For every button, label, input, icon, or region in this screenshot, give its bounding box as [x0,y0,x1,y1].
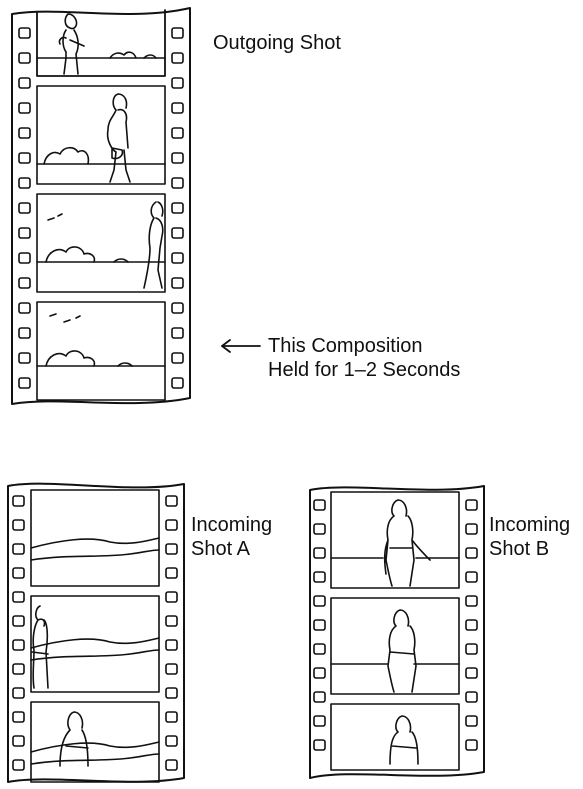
incoming-a-figure-2 [60,712,88,766]
incoming-b-frame-3 [331,704,459,770]
incoming-b-film-strip [310,486,484,778]
held-composition-line-2: Held for 1–2 Seconds [268,358,460,382]
incoming-b-figure-3 [390,716,418,764]
incoming-shot-a-line-2: Shot A [191,537,272,561]
incoming-shot-b-line-2: Shot B [489,537,570,561]
outgoing-strip-outline [12,8,190,404]
incoming-a-frame-2 [31,596,159,692]
incoming-a-frame-3 [31,702,159,782]
incoming-b-left-perforations [314,500,325,750]
incoming-b-strip-outline [310,486,484,778]
incoming-b-frame-2 [331,598,459,694]
outgoing-frame-2 [37,86,165,184]
incoming-a-film-strip [8,484,184,782]
outgoing-frame-1 [37,10,165,76]
held-composition-line-1: This Composition [268,334,460,358]
left-arrow-icon [222,340,260,352]
incoming-shot-b-line-1: Incoming [489,513,570,537]
outgoing-right-perforations [172,28,183,388]
incoming-b-right-perforations [466,500,477,750]
incoming-shot-a-label: Incoming Shot A [191,513,272,561]
incoming-b-frame-1 [331,492,459,588]
incoming-b-figure-2 [388,610,416,692]
incoming-a-frame-1 [31,490,159,586]
held-composition-label: This Composition Held for 1–2 Seconds [268,334,460,382]
outgoing-frame-3 [37,194,165,292]
outgoing-frame-4 [37,302,165,400]
outgoing-figure-1 [59,14,84,74]
incoming-a-right-perforations [166,496,177,770]
outgoing-film-strip [12,8,190,404]
outgoing-shot-label: Outgoing Shot [213,31,341,55]
incoming-a-left-perforations [13,496,24,770]
incoming-shot-b-label: Incoming Shot B [489,513,570,561]
outgoing-figure-3 [144,202,163,288]
outgoing-figure-2 [108,94,130,182]
incoming-b-figure-1 [385,500,430,586]
outgoing-left-perforations [19,28,30,388]
incoming-shot-a-line-1: Incoming [191,513,272,537]
